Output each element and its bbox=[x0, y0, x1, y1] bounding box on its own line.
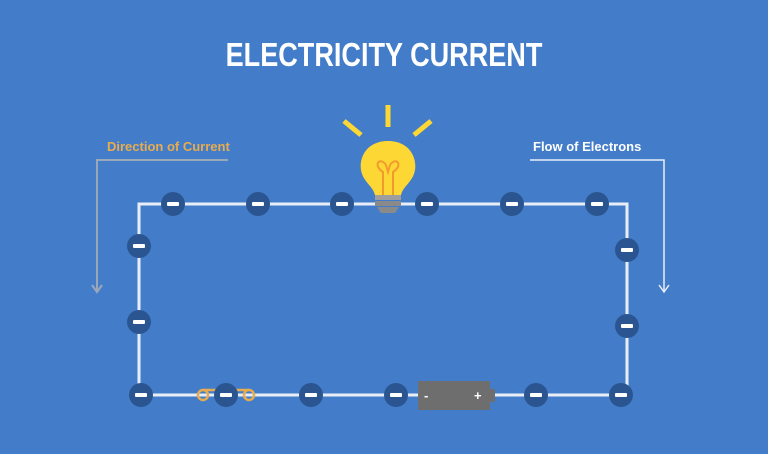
electron-icon bbox=[609, 383, 633, 407]
current-direction-arrow bbox=[91, 159, 228, 294]
electron-icon bbox=[415, 192, 439, 216]
electron-icon bbox=[615, 314, 639, 338]
electron-icon bbox=[161, 192, 185, 216]
electron-icon bbox=[524, 383, 548, 407]
electron-icon bbox=[214, 383, 238, 407]
electron-icon bbox=[330, 192, 354, 216]
electron-icon bbox=[129, 383, 153, 407]
electron-icon bbox=[384, 383, 408, 407]
electron-icon bbox=[127, 234, 151, 258]
electron-icon bbox=[246, 192, 270, 216]
battery-minus: - bbox=[424, 388, 428, 403]
battery: - + bbox=[418, 381, 495, 410]
electron-icon bbox=[585, 192, 609, 216]
light-bulb-icon bbox=[342, 105, 433, 213]
flow-of-electrons-label: Flow of Electrons bbox=[533, 139, 642, 154]
electron-icon bbox=[500, 192, 524, 216]
electron-flow-arrow bbox=[530, 159, 670, 294]
electron-icon bbox=[299, 383, 323, 407]
diagram-title: ELECTRICITY CURRENT bbox=[225, 36, 543, 73]
electron-icon bbox=[127, 310, 151, 334]
direction-of-current-label: Direction of Current bbox=[107, 139, 230, 154]
circuit-wire bbox=[137, 202, 629, 397]
battery-plus: + bbox=[474, 388, 482, 403]
electron-icon bbox=[615, 238, 639, 262]
